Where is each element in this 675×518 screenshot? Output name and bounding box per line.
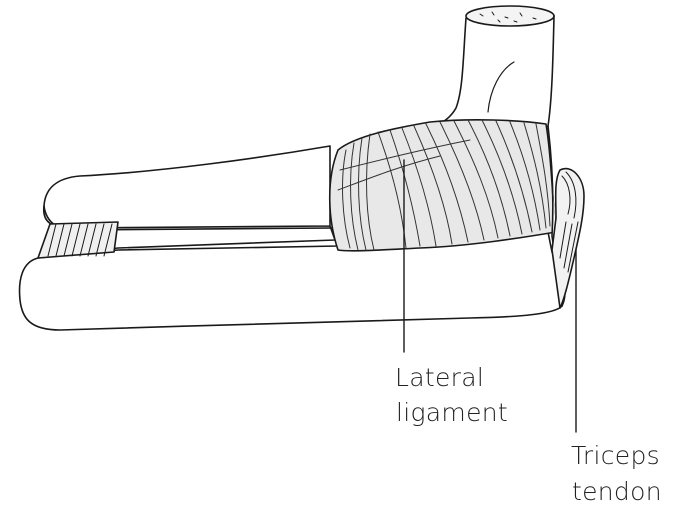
lateral-ligament-label-line2: ligament <box>396 398 508 427</box>
lateral-ligament-region <box>328 119 557 252</box>
triceps-tendon <box>551 167 585 309</box>
triceps-tendon-label-line1: Triceps <box>571 441 660 470</box>
lateral-ligament-label-line1: Lateral <box>395 363 485 392</box>
interosseous-band <box>37 221 119 259</box>
triceps-tendon-label-line2: tendon <box>572 477 662 506</box>
humerus-cut-end <box>465 5 555 27</box>
